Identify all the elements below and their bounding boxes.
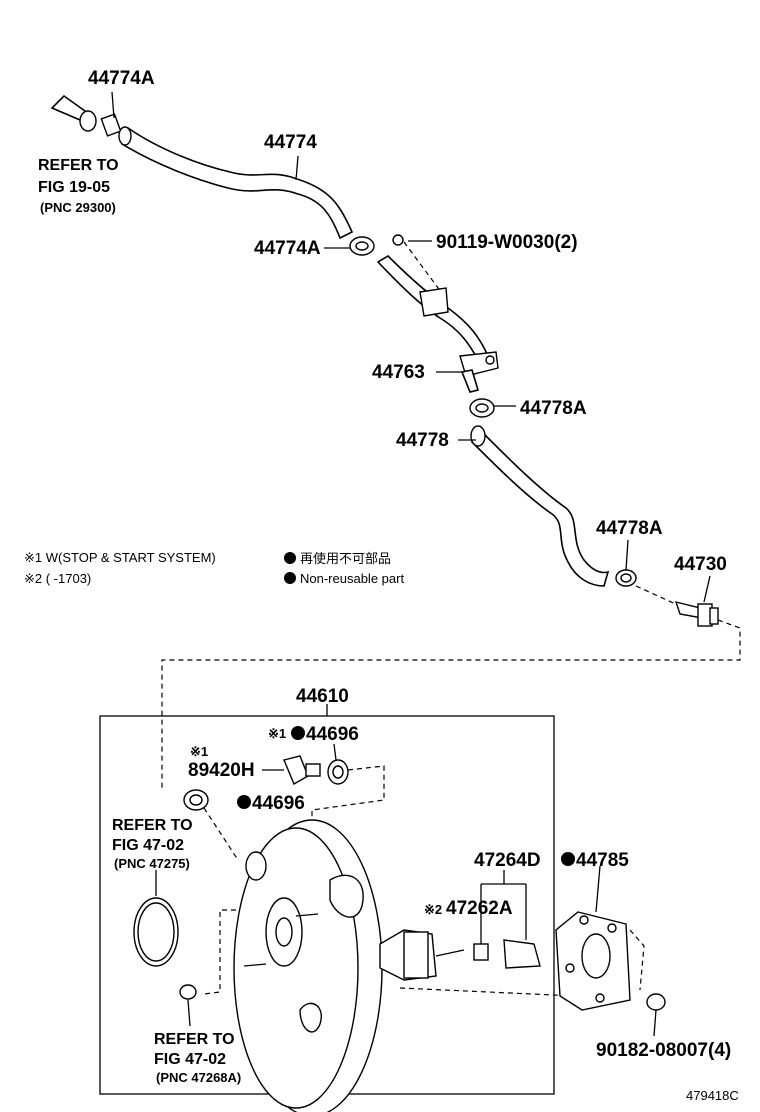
- hose-44774: [118, 126, 354, 240]
- bolt-90119: [392, 234, 445, 297]
- label-44763: 44763: [372, 362, 425, 383]
- label-90182: 90182-08007(4): [596, 1040, 731, 1061]
- nut-47268a: [179, 984, 197, 1027]
- label-refer-1905-line2: FIG 19-05: [38, 179, 110, 196]
- check-valve-44730: [635, 575, 719, 627]
- label-refer-4702a-line1: REFER TO: [112, 817, 193, 834]
- label-44785: 44785: [576, 850, 629, 871]
- figure-code: 479418C: [686, 1088, 739, 1103]
- clamp-44774a-mid: [324, 236, 375, 256]
- label-44774a-top: 44774A: [88, 68, 155, 89]
- label-44778a-top: 44778A: [520, 398, 587, 419]
- grommet-44696-left: [183, 789, 239, 861]
- clamp-44778a-low: [615, 539, 637, 587]
- label-mark1-a: ※1: [268, 726, 286, 741]
- sensor-89420h: [262, 755, 321, 786]
- dashed-link-valve-booster: [161, 619, 741, 790]
- brake-booster-body: [203, 819, 621, 1112]
- label-refer-4702b-line3: (PNC 47268A): [156, 1070, 241, 1085]
- label-47262a: 47262A: [446, 898, 513, 919]
- legend-note-1: ※1 W(STOP & START SYSTEM): [24, 550, 216, 565]
- pipe-44763: [376, 254, 499, 393]
- non-reusable-dot-icon: [284, 572, 296, 584]
- label-44774: 44774: [264, 132, 317, 153]
- label-90119: 90119-W0030(2): [436, 232, 578, 253]
- legend-note-2: ※2 ( -1703): [24, 571, 91, 586]
- label-89420h: 89420H: [188, 760, 255, 781]
- label-44610: 44610: [296, 686, 349, 707]
- clamp-44774a-top: [100, 91, 122, 137]
- stub-hose-refer-29300: [50, 94, 97, 132]
- label-mark2: ※2: [424, 902, 442, 917]
- o-ring-47275: [133, 870, 179, 967]
- label-44696-top: 44696: [306, 724, 359, 745]
- label-mark1-b: ※1: [190, 744, 208, 759]
- non-reusable-dot-icon: [237, 795, 251, 809]
- label-refer-1905-line3: (PNC 29300): [40, 200, 116, 215]
- label-refer-4702a-line2: FIG 47-02: [112, 837, 184, 854]
- label-44774a-mid: 44774A: [254, 238, 321, 259]
- clevis-47262a: [473, 870, 541, 969]
- label-44730: 44730: [674, 554, 727, 575]
- label-refer-4702a-line3: (PNC 47275): [114, 856, 190, 871]
- legend-nonreuse-jp: 再使用不可部品: [300, 551, 391, 566]
- label-44696-mid: 44696: [252, 793, 305, 814]
- label-47264d: 47264D: [474, 850, 541, 871]
- non-reusable-dot-icon: [561, 852, 575, 866]
- label-refer-4702b-line1: REFER TO: [154, 1031, 235, 1048]
- non-reusable-dot-icon: [291, 726, 305, 740]
- legend-nonreuse-en: Non-reusable part: [300, 571, 404, 586]
- gasket-44785: [555, 865, 645, 1011]
- label-44778a-low: 44778A: [596, 518, 663, 539]
- label-44778: 44778: [396, 430, 449, 451]
- label-refer-4702b-line2: FIG 47-02: [154, 1051, 226, 1068]
- nut-90182: [646, 993, 666, 1037]
- label-refer-1905-line1: REFER TO: [38, 157, 119, 174]
- non-reusable-dot-icon: [284, 552, 296, 564]
- clamp-44778a-top: [469, 398, 516, 418]
- hose-44778: [458, 425, 610, 587]
